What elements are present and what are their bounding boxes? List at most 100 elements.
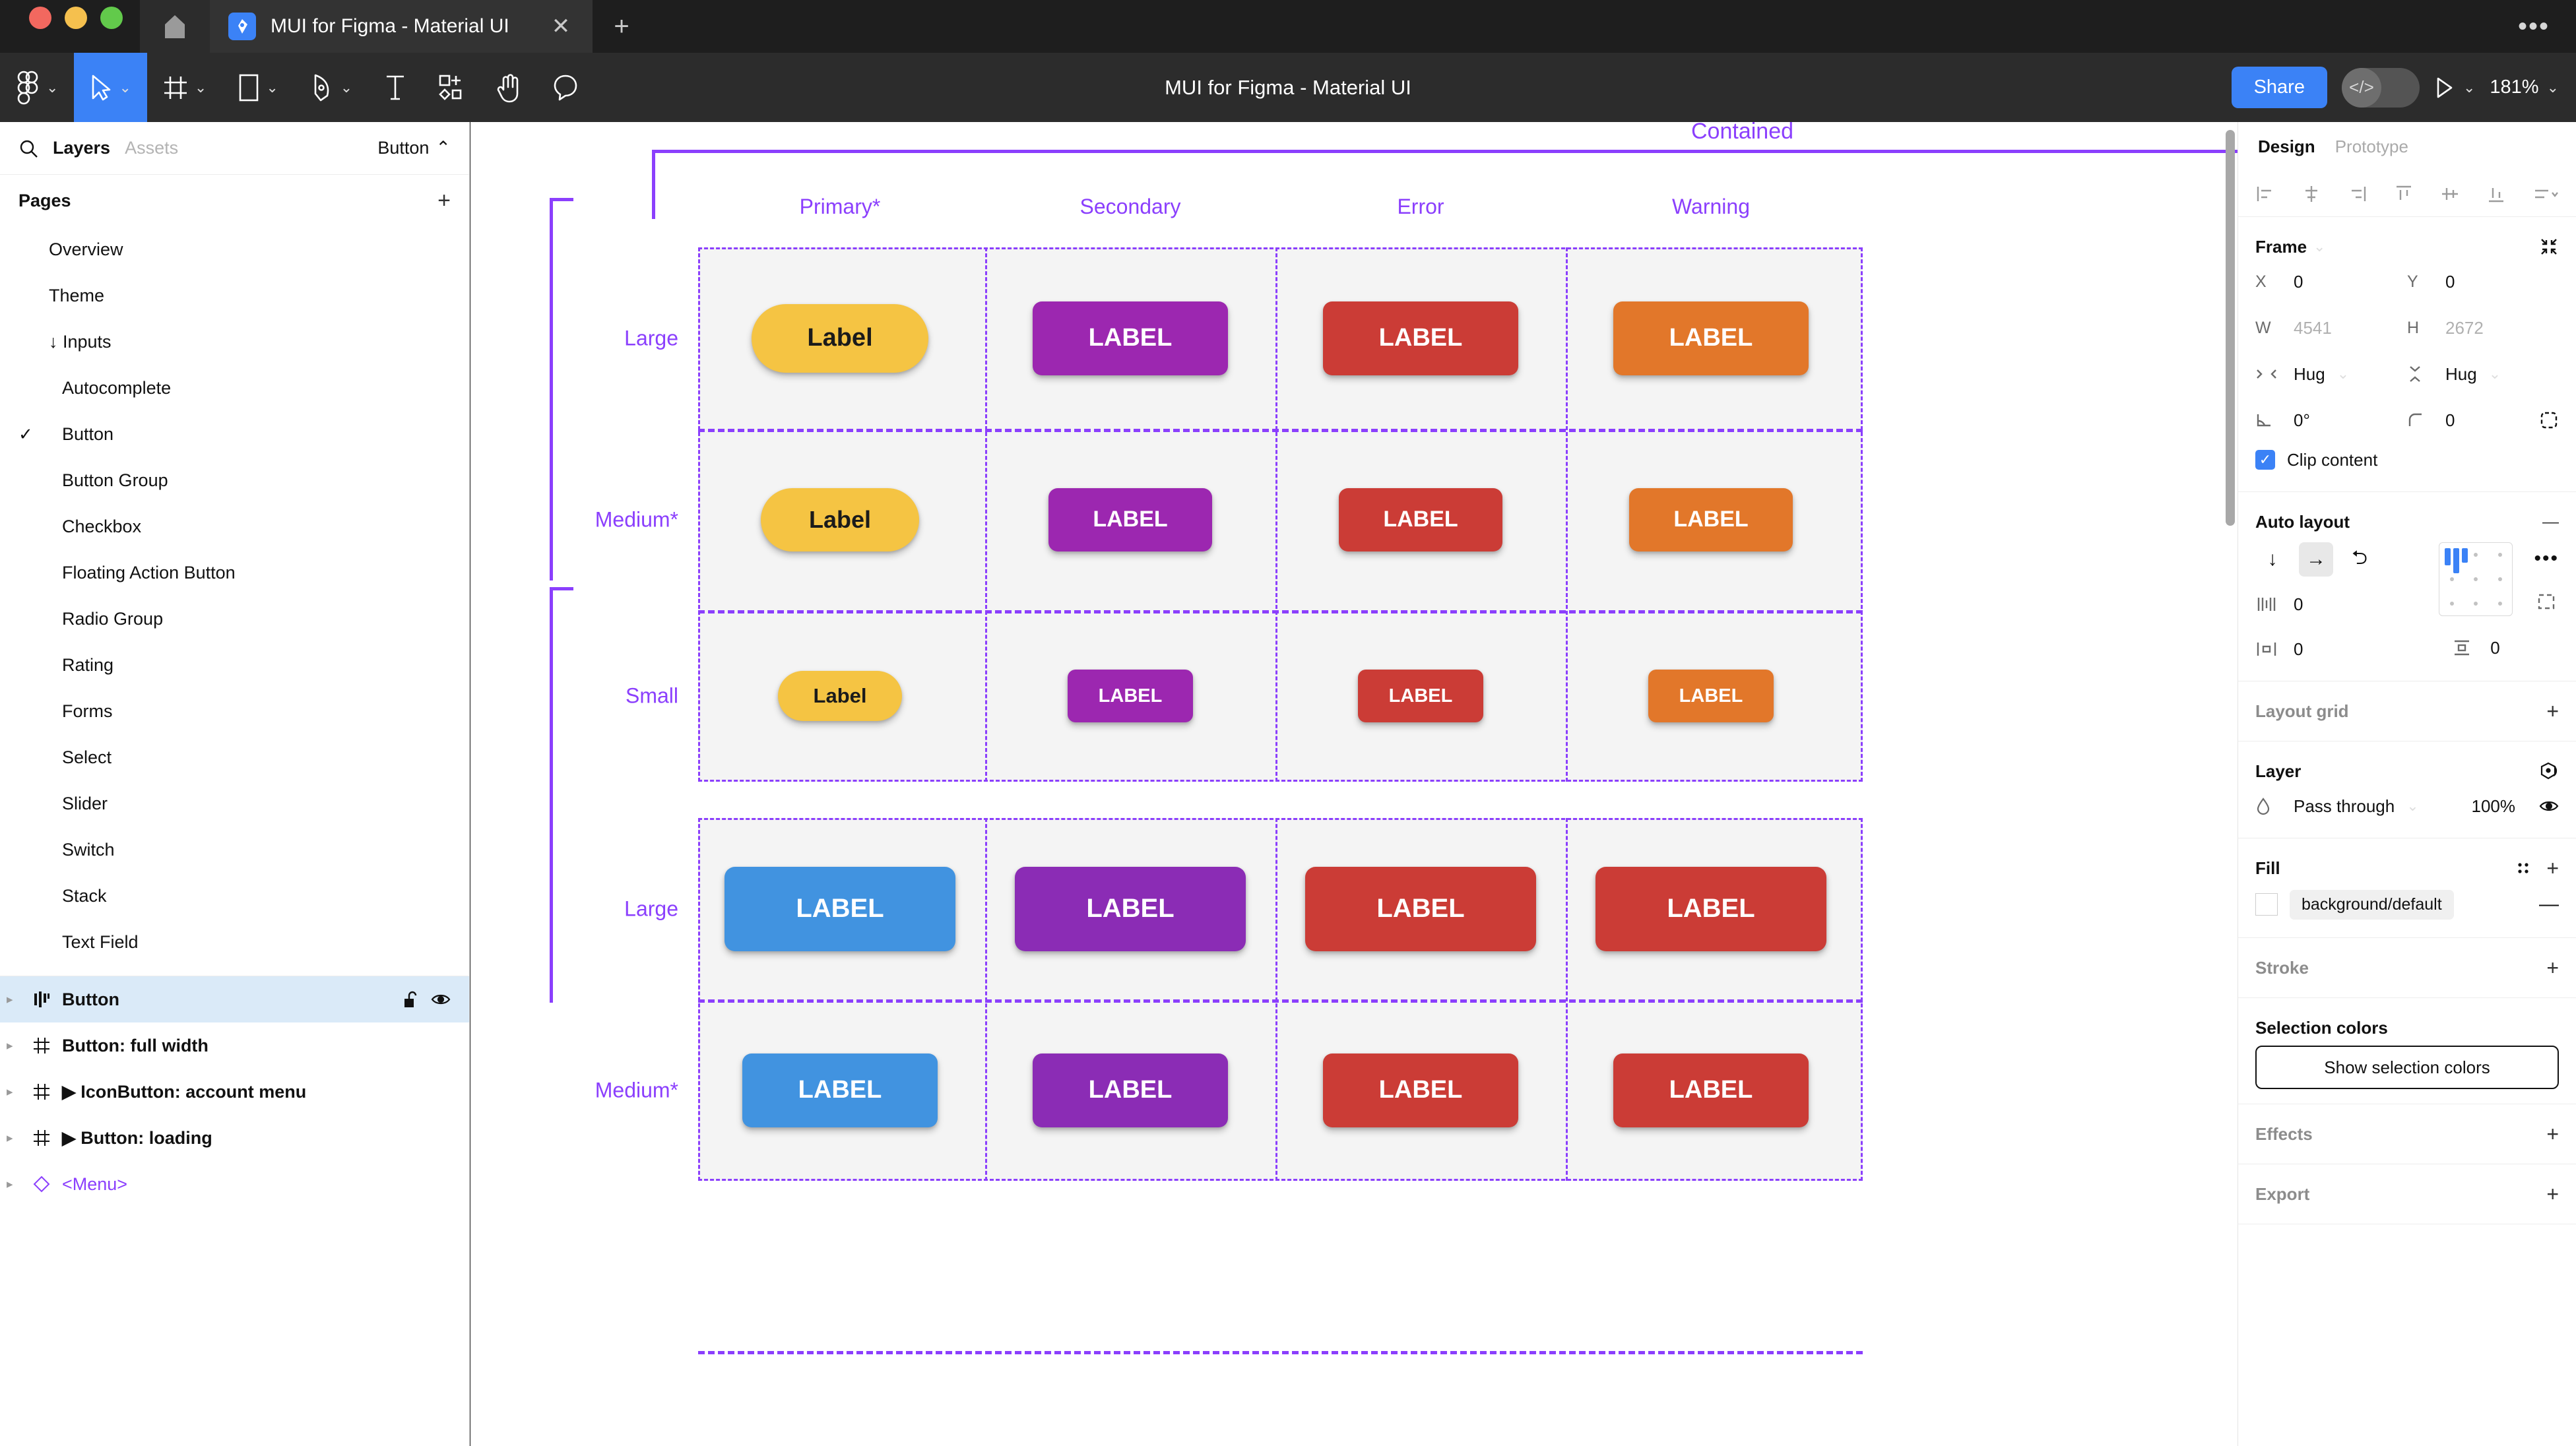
- clip-content-row[interactable]: ✓ Clip content: [2255, 443, 2559, 477]
- distribute-menu-icon[interactable]: [2532, 184, 2559, 204]
- layout-horizontal-icon[interactable]: →: [2299, 542, 2333, 577]
- page-item-slider[interactable]: Slider: [0, 780, 469, 827]
- zoom-level-menu[interactable]: 181% ⌄: [2490, 77, 2559, 98]
- tab-design[interactable]: Design: [2258, 136, 2315, 156]
- page-item-forms[interactable]: Forms: [0, 688, 469, 734]
- frame-title-label[interactable]: Contained: [1691, 122, 1794, 144]
- variant-button[interactable]: LABEL: [1015, 866, 1246, 951]
- variant-button[interactable]: Label: [778, 671, 902, 721]
- expand-arrow-icon[interactable]: ▸: [7, 992, 13, 1007]
- layer-row[interactable]: ▸▶ Button: loading: [0, 1115, 469, 1161]
- page-item-inputs[interactable]: ↓ Inputs: [0, 319, 469, 365]
- minimize-window-icon[interactable]: [65, 7, 87, 29]
- canvas-scrollbar[interactable]: [2226, 130, 2235, 526]
- remove-auto-layout-button[interactable]: —: [2542, 512, 2559, 531]
- variant-button[interactable]: LABEL: [1613, 301, 1809, 375]
- resources-tool-icon[interactable]: [422, 53, 480, 122]
- y-position-field[interactable]: Y 0: [2407, 265, 2559, 299]
- pen-tool-icon[interactable]: ⌄: [294, 53, 368, 122]
- add-fill-button[interactable]: +: [2546, 856, 2559, 880]
- search-icon[interactable]: [18, 139, 38, 158]
- gap-field[interactable]: 0: [2255, 587, 2418, 621]
- individual-padding-icon[interactable]: [2536, 592, 2556, 611]
- fill-color-swatch[interactable]: [2255, 893, 2278, 916]
- align-bottom-icon[interactable]: [2486, 184, 2506, 204]
- variant-button[interactable]: LABEL: [1323, 1053, 1518, 1127]
- resize-to-fit-icon[interactable]: [2539, 237, 2559, 257]
- height-field[interactable]: H 2672: [2407, 311, 2559, 345]
- share-button[interactable]: Share: [2231, 67, 2327, 108]
- browser-tab-mui-for-figma[interactable]: MUI for Figma - Material UI ✕: [210, 0, 593, 53]
- x-position-field[interactable]: X 0: [2255, 265, 2407, 299]
- auto-layout-alignment-pad[interactable]: [2439, 542, 2513, 616]
- comment-tool-icon[interactable]: [537, 53, 594, 122]
- page-item-text-field[interactable]: Text Field: [0, 919, 469, 965]
- vertical-padding-field[interactable]: 0: [2452, 631, 2500, 665]
- present-button[interactable]: ⌄: [2434, 77, 2475, 99]
- maximize-window-icon[interactable]: [100, 7, 123, 29]
- add-stroke-button[interactable]: +: [2546, 955, 2559, 980]
- close-icon[interactable]: ✕: [551, 14, 571, 39]
- rotation-field[interactable]: 0°: [2255, 403, 2407, 437]
- variant-button[interactable]: Label: [761, 487, 919, 551]
- horizontal-resizing-select[interactable]: Hug ⌄: [2255, 357, 2407, 391]
- corner-radius-field[interactable]: 0: [2407, 403, 2559, 437]
- blend-mode-row[interactable]: Pass through ⌄ 100%: [2255, 789, 2559, 823]
- row-header-large-g0[interactable]: Large: [624, 326, 678, 350]
- text-tool-icon[interactable]: [368, 53, 422, 122]
- tab-layers[interactable]: Layers: [53, 138, 111, 158]
- variant-button[interactable]: LABEL: [1629, 487, 1793, 551]
- fill-item[interactable]: background/default —: [2255, 886, 2559, 923]
- clip-content-checkbox[interactable]: ✓: [2255, 450, 2275, 470]
- align-right-icon[interactable]: [2348, 184, 2367, 204]
- expand-arrow-icon[interactable]: ▸: [7, 1084, 13, 1099]
- hand-tool-icon[interactable]: [480, 53, 537, 122]
- page-item-radio-group[interactable]: Radio Group: [0, 596, 469, 642]
- page-item-autocomplete[interactable]: Autocomplete: [0, 365, 469, 411]
- close-window-icon[interactable]: [29, 7, 51, 29]
- variant-button[interactable]: Label: [752, 303, 928, 373]
- fill-style-token[interactable]: background/default: [2290, 889, 2454, 920]
- add-page-button[interactable]: +: [437, 188, 451, 213]
- row-header-large-g1[interactable]: Large: [624, 896, 678, 920]
- opacity-value[interactable]: 100%: [2471, 796, 2516, 816]
- component-selector[interactable]: Button ⌃: [377, 138, 451, 158]
- variant-button[interactable]: LABEL: [724, 866, 955, 951]
- page-item-rating[interactable]: Rating: [0, 642, 469, 688]
- width-field[interactable]: W 4541: [2255, 311, 2407, 345]
- move-tool-icon[interactable]: ⌄: [74, 53, 147, 122]
- page-item-overview[interactable]: Overview: [0, 226, 469, 272]
- page-item-select[interactable]: Select: [0, 734, 469, 780]
- variant-button[interactable]: LABEL: [1648, 670, 1774, 722]
- align-vertical-center-icon[interactable]: [2440, 184, 2460, 204]
- layer-row[interactable]: ▸Button: [0, 976, 469, 1022]
- fill-styles-icon[interactable]: [2515, 860, 2532, 877]
- remove-fill-button[interactable]: —: [2539, 893, 2559, 915]
- horizontal-padding-field[interactable]: 0: [2255, 632, 2418, 666]
- variant-button[interactable]: LABEL: [1613, 1053, 1809, 1127]
- variant-button[interactable]: LABEL: [1305, 866, 1536, 951]
- layout-wrap-icon[interactable]: ⮌: [2351, 546, 2368, 569]
- visibility-eye-icon[interactable]: [431, 992, 451, 1007]
- variant-button[interactable]: LABEL: [1033, 301, 1228, 375]
- tab-prototype[interactable]: Prototype: [2334, 136, 2408, 156]
- layer-row[interactable]: ▸Button: full width: [0, 1022, 469, 1069]
- variant-button[interactable]: LABEL: [1358, 670, 1483, 722]
- show-selection-colors-button[interactable]: Show selection colors: [2255, 1046, 2559, 1089]
- add-layout-grid-button[interactable]: +: [2546, 699, 2559, 723]
- figma-menu-icon[interactable]: ⌄: [0, 53, 74, 122]
- new-tab-button[interactable]: +: [614, 11, 629, 41]
- add-export-button[interactable]: +: [2546, 1181, 2559, 1206]
- page-item-switch[interactable]: Switch: [0, 827, 469, 873]
- align-top-icon[interactable]: [2394, 184, 2414, 204]
- variant-button[interactable]: LABEL: [1033, 1053, 1228, 1127]
- dev-mode-toggle[interactable]: </>: [2341, 67, 2420, 108]
- tab-assets[interactable]: Assets: [125, 138, 179, 158]
- layer-mask-icon[interactable]: [2539, 761, 2559, 781]
- window-overflow-icon[interactable]: •••: [2517, 12, 2550, 41]
- unlock-icon[interactable]: [403, 990, 419, 1009]
- frame-tool-icon[interactable]: ⌄: [147, 53, 222, 122]
- align-left-icon[interactable]: [2255, 184, 2275, 204]
- variant-button[interactable]: LABEL: [1339, 487, 1502, 551]
